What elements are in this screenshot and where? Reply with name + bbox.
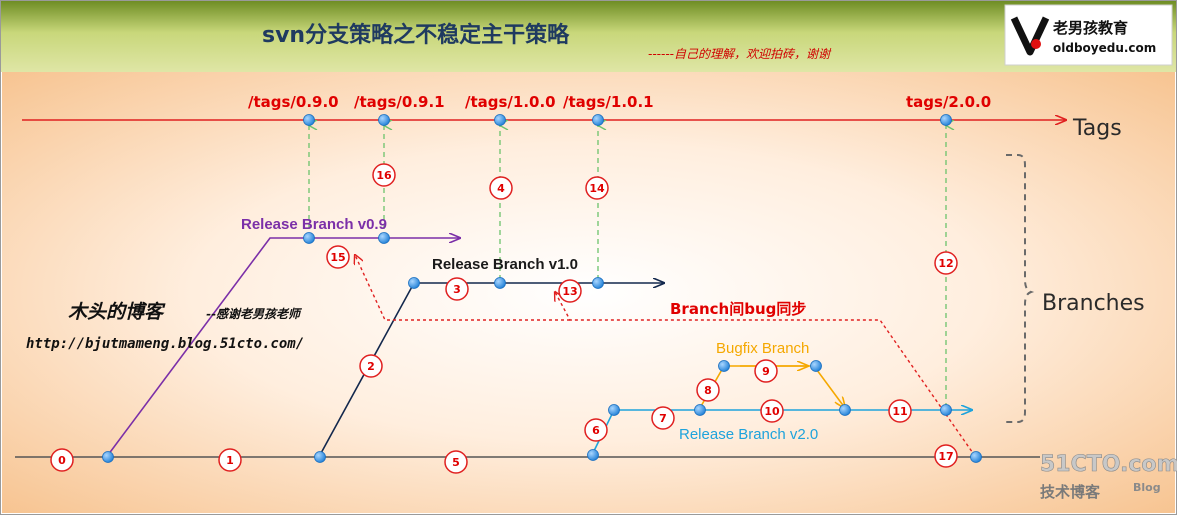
step-2: 2 xyxy=(359,354,383,378)
tags-axis-label: Tags xyxy=(1072,116,1122,141)
step-7: 7 xyxy=(651,406,675,430)
node-r20-start xyxy=(608,404,620,416)
blog-url: http://bjutmameng.blog.51cto.com/ xyxy=(26,336,304,352)
step-8: 8 xyxy=(696,378,720,402)
bug-sync-path-b xyxy=(355,255,570,321)
blog-name: 木头的博客 xyxy=(68,301,166,323)
logo-brand-cn: 老男孩教育 xyxy=(1052,19,1128,37)
page-title: svn分支策略之不稳定主干策略 xyxy=(262,22,570,48)
svg-text:0: 0 xyxy=(58,454,66,467)
svg-text:5: 5 xyxy=(452,456,460,469)
blog-thanks: --感谢老男孩老师 xyxy=(206,307,303,321)
step-12: 12 xyxy=(934,251,958,275)
bug-sync-path-a xyxy=(555,292,976,457)
node-trunk-d xyxy=(970,451,982,463)
step-16: 16 xyxy=(372,163,396,187)
svg-text:7: 7 xyxy=(659,412,667,425)
step-3: 3 xyxy=(445,277,469,301)
tag-label-2-0-0: tags/2.0.0 xyxy=(906,93,991,111)
node-r20-b xyxy=(839,404,851,416)
node-tag-1-0-1 xyxy=(592,114,604,126)
node-r10-a xyxy=(494,277,506,289)
svg-text:2: 2 xyxy=(367,360,375,373)
svg-text:15: 15 xyxy=(330,251,345,264)
node-r20-c xyxy=(940,404,952,416)
release-branch-20-label: Release Branch v2.0 xyxy=(679,426,818,443)
watermark-site: 51CTO.com xyxy=(1040,452,1177,477)
diagram-background xyxy=(2,72,1175,513)
oldboy-logo: 老男孩教育 oldboyedu.com xyxy=(1004,4,1173,66)
step-14: 14 xyxy=(585,176,609,200)
node-trunk-c xyxy=(587,449,599,461)
step-1: 1 xyxy=(218,448,242,472)
node-bugfix-a xyxy=(718,360,730,372)
node-r20-a xyxy=(694,404,706,416)
svg-text:1: 1 xyxy=(226,454,234,467)
node-trunk-b xyxy=(314,451,326,463)
release-branch-09-line xyxy=(107,238,460,456)
header-band xyxy=(0,0,1177,72)
logo-brand-en: oldboyedu.com xyxy=(1053,41,1156,55)
step-17: 17 xyxy=(934,444,958,468)
svg-text:4: 4 xyxy=(497,182,505,195)
release-branch-09-label: Release Branch v0.9 xyxy=(241,216,387,233)
svg-text:3: 3 xyxy=(453,283,461,296)
step-10: 10 xyxy=(760,399,784,423)
watermark-blog: Blog xyxy=(1133,481,1161,494)
bugfix-branch-label: Bugfix Branch xyxy=(716,340,809,357)
node-tag-2-0-0 xyxy=(940,114,952,126)
node-tag-0-9-0 xyxy=(303,114,315,126)
step-11: 11 xyxy=(888,399,912,423)
bug-sync-label: Branch间bug同步 xyxy=(670,300,806,318)
tag-label-1-0-1: /tags/1.0.1 xyxy=(563,93,654,111)
step-markers: 0 1 2 3 4 5 6 7 8 9 10 11 12 13 14 15 16… xyxy=(50,163,958,474)
step-0: 0 xyxy=(50,448,74,472)
step-9: 9 xyxy=(754,359,778,383)
step-4: 4 xyxy=(489,176,513,200)
tag-label-0-9-0: /tags/0.9.0 xyxy=(248,93,339,111)
step-15: 15 xyxy=(326,245,350,269)
node-tag-1-0-0 xyxy=(494,114,506,126)
release-branch-10-label: Release Branch v1.0 xyxy=(432,256,578,273)
svg-text:16: 16 xyxy=(376,169,392,182)
node-r09-b xyxy=(378,232,390,244)
svg-text:8: 8 xyxy=(704,384,712,397)
51cto-watermark: 51CTO.com 技术博客 Blog xyxy=(1040,452,1177,501)
branches-group-label: Branches xyxy=(1042,291,1145,316)
commit-nodes xyxy=(102,114,982,463)
svg-text:17: 17 xyxy=(938,450,953,463)
step-5: 5 xyxy=(444,450,468,474)
node-r09-a xyxy=(303,232,315,244)
svg-text:10: 10 xyxy=(764,405,780,418)
svg-text:6: 6 xyxy=(592,424,600,437)
branches-brace xyxy=(1006,154,1035,423)
node-r10-start xyxy=(408,277,420,289)
tag-label-0-9-1: /tags/0.9.1 xyxy=(354,93,445,111)
svg-text:14: 14 xyxy=(589,182,605,195)
svg-text:13: 13 xyxy=(562,285,577,298)
svg-text:9: 9 xyxy=(762,365,770,378)
tag-label-1-0-0: /tags/1.0.0 xyxy=(465,93,556,111)
svg-text:12: 12 xyxy=(938,257,953,270)
node-tag-0-9-1 xyxy=(378,114,390,126)
watermark-cn: 技术博客 xyxy=(1040,483,1101,501)
svg-text:11: 11 xyxy=(892,405,907,418)
node-bugfix-b xyxy=(810,360,822,372)
logo-v-icon xyxy=(1010,16,1050,56)
node-r10-b xyxy=(592,277,604,289)
logo-dot-icon xyxy=(1031,39,1041,49)
node-trunk-a xyxy=(102,451,114,463)
page-subtitle: ------自己的理解，欢迎拍砖，谢谢 xyxy=(648,47,832,61)
step-6: 6 xyxy=(584,418,608,442)
step-13: 13 xyxy=(558,279,582,303)
